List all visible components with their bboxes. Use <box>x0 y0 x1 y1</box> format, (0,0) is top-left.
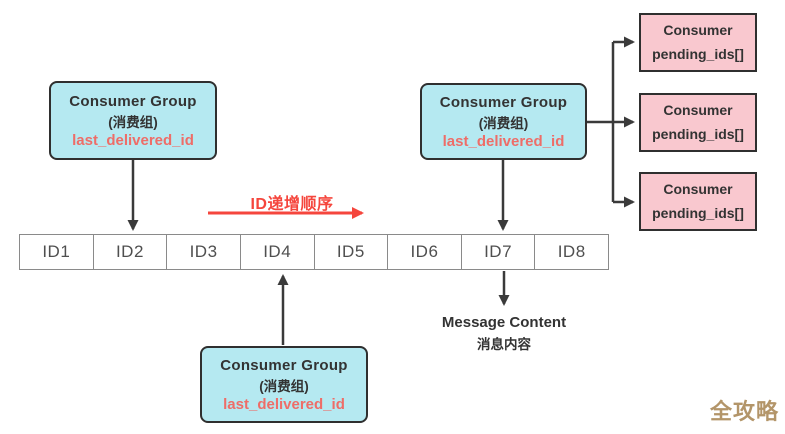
consumer-box-1: Consumer pending_ids[] <box>639 13 757 72</box>
id-order-label: ID递增顺序 <box>250 196 334 213</box>
message-content-zh: 消息内容 <box>477 337 531 352</box>
group-last-delivered-id: last_delivered_id <box>442 132 565 150</box>
group-last-delivered-id: last_delivered_id <box>72 131 194 149</box>
consumer-pending-ids: pending_ids[] <box>652 46 744 62</box>
group-last-delivered-id: last_delivered_id <box>223 395 345 413</box>
consumer-title: Consumer <box>663 181 733 197</box>
stream-cell-id5: ID5 <box>315 235 389 269</box>
watermark: 全攻略 <box>709 399 779 424</box>
group-title: Consumer Group <box>439 93 568 111</box>
consumer-box-2: Consumer pending_ids[] <box>639 93 757 152</box>
group-title: Consumer Group <box>220 356 348 374</box>
consumer-group-box-top-right: Consumer Group (消费组) last_delivered_id <box>420 83 587 160</box>
stream-cell-id7: ID7 <box>462 235 536 269</box>
group-title: Consumer Group <box>69 92 197 110</box>
stream-cell-id1: ID1 <box>20 235 94 269</box>
stream-cell-id8: ID8 <box>557 242 586 261</box>
consumer-pending-ids: pending_ids[] <box>652 126 744 142</box>
message-content-en: Message Content <box>441 314 567 331</box>
consumer-title: Consumer <box>663 102 733 118</box>
message-content-label: Message Content 消息内容 <box>424 314 584 353</box>
group-subtitle: (消费组) <box>108 114 158 130</box>
consumer-title: Consumer <box>663 22 733 38</box>
consumer-box-3: Consumer pending_ids[] <box>639 172 757 231</box>
consumer-pending-ids: pending_ids[] <box>652 205 744 221</box>
group-subtitle: (消费组) <box>259 378 309 394</box>
stream-cell-id3: ID3 <box>167 235 241 269</box>
consumer-group-box-bottom: Consumer Group (消费组) last_delivered_id <box>200 346 368 423</box>
stream-cell-id6: ID6 <box>388 235 462 269</box>
stream-cell-id2: ID2 <box>94 235 168 269</box>
stream-cell-id4: ID4 <box>241 235 315 269</box>
group-subtitle: (消费组) <box>478 115 529 131</box>
id-stream-strip: ID1 ID2 ID3 ID4 ID5 ID6 ID7 ID8 <box>19 234 609 270</box>
consumer-group-box-top-left: Consumer Group (消费组) last_delivered_id <box>49 81 217 160</box>
